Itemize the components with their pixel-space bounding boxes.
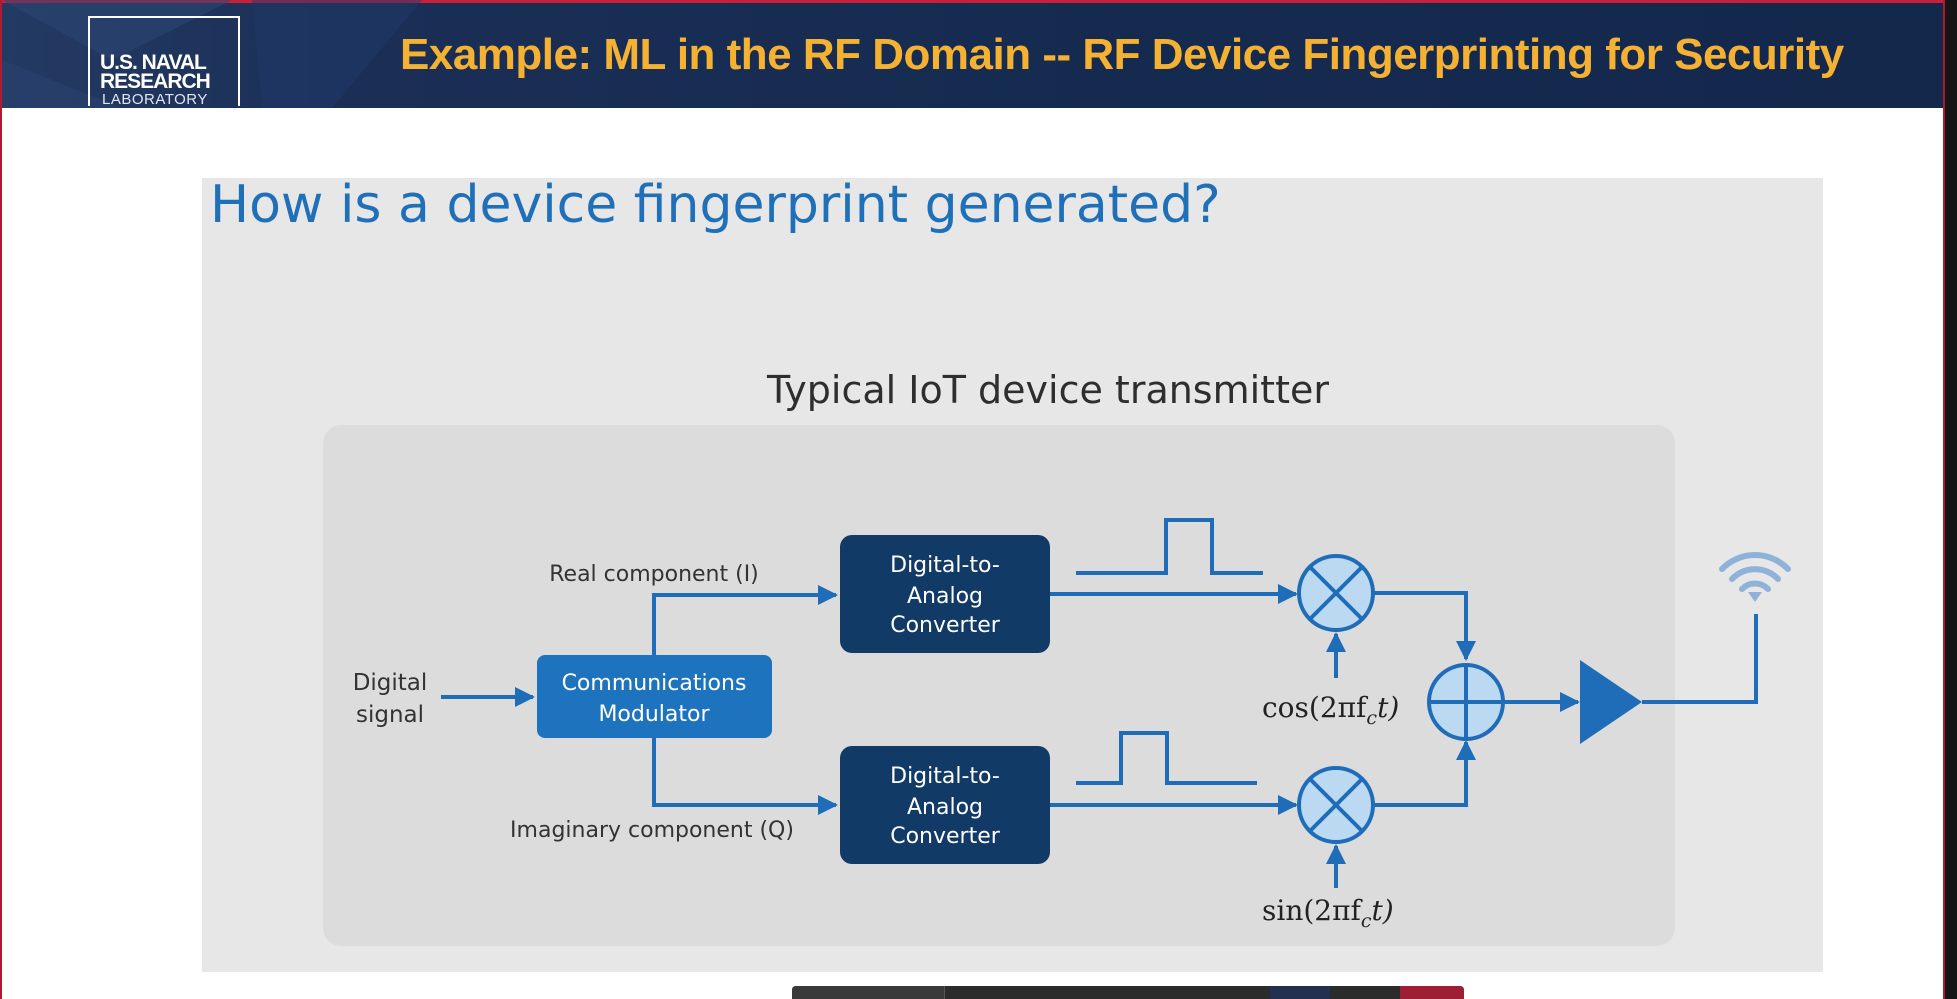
real-branch-arrow [652, 585, 838, 655]
mixer-bottom-to-sum-arrow [1373, 740, 1476, 807]
dac-top-label-3: Converter [890, 613, 1001, 638]
digital-signal-label-2: signal [356, 702, 424, 728]
slide-banner: U.S. NAVAL RESEARCH LABORATORY Example: … [2, 0, 1943, 108]
imag-branch-arrow [652, 738, 838, 815]
controls-segment-middle[interactable] [1270, 986, 1330, 999]
pulse-waveform-top [1076, 518, 1263, 575]
amplifier-triangle [1580, 660, 1642, 744]
dac-top-label-1: Digital-to- [890, 553, 1000, 578]
digital-signal-label-1: Digital [353, 670, 428, 696]
wifi-icon [1719, 552, 1791, 602]
mixer-top [1297, 554, 1375, 632]
communications-modulator-box [537, 655, 772, 738]
dac-bottom-box [840, 746, 1050, 864]
nrl-logo: U.S. NAVAL RESEARCH LABORATORY [88, 16, 240, 108]
diagram-title: Typical IoT device transmitter [766, 368, 1329, 412]
dac-top-label-2: Analog [907, 584, 983, 609]
dac-top-box [840, 535, 1050, 653]
banner-top-line [2, 0, 1943, 3]
sin-carrier-label: sin(2πfct) [1262, 894, 1394, 932]
controls-segment-left[interactable] [792, 986, 945, 999]
banner-decoration [2, 0, 422, 108]
dac-bottom-label-2: Analog [907, 795, 983, 820]
dac-bottom-label-3: Converter [890, 824, 1001, 849]
logo-line-1: U.S. NAVAL [100, 51, 207, 74]
frame-right-edge [1943, 0, 1957, 999]
slide-heading: How is a device fingerprint generated? [210, 175, 1221, 235]
summer-circle [1427, 663, 1505, 741]
frame-left-edge [0, 0, 2, 999]
dac-bottom-label-1: Digital-to- [890, 764, 1000, 789]
controls-segment-right[interactable] [1400, 986, 1464, 999]
modulator-label-1: Communications [562, 671, 747, 696]
amp-to-antenna-line [1642, 614, 1758, 704]
real-component-label: Real component (I) [549, 562, 759, 587]
banner-title: Example: ML in the RF Domain -- RF Devic… [400, 30, 1844, 79]
cos-carrier-label: cos(2πfct) [1262, 691, 1399, 729]
mixer-top-to-sum-arrow [1373, 591, 1476, 661]
presentation-controls-bar[interactable] [792, 986, 1464, 999]
pulse-waveform-bottom [1076, 731, 1257, 785]
mixer-bottom [1297, 766, 1375, 844]
logo-line-3: LABORATORY [102, 91, 208, 108]
modulator-label-2: Modulator [598, 702, 710, 727]
logo-line-2: RESEARCH [100, 70, 211, 93]
imaginary-component-label: Imaginary component (Q) [510, 818, 794, 843]
